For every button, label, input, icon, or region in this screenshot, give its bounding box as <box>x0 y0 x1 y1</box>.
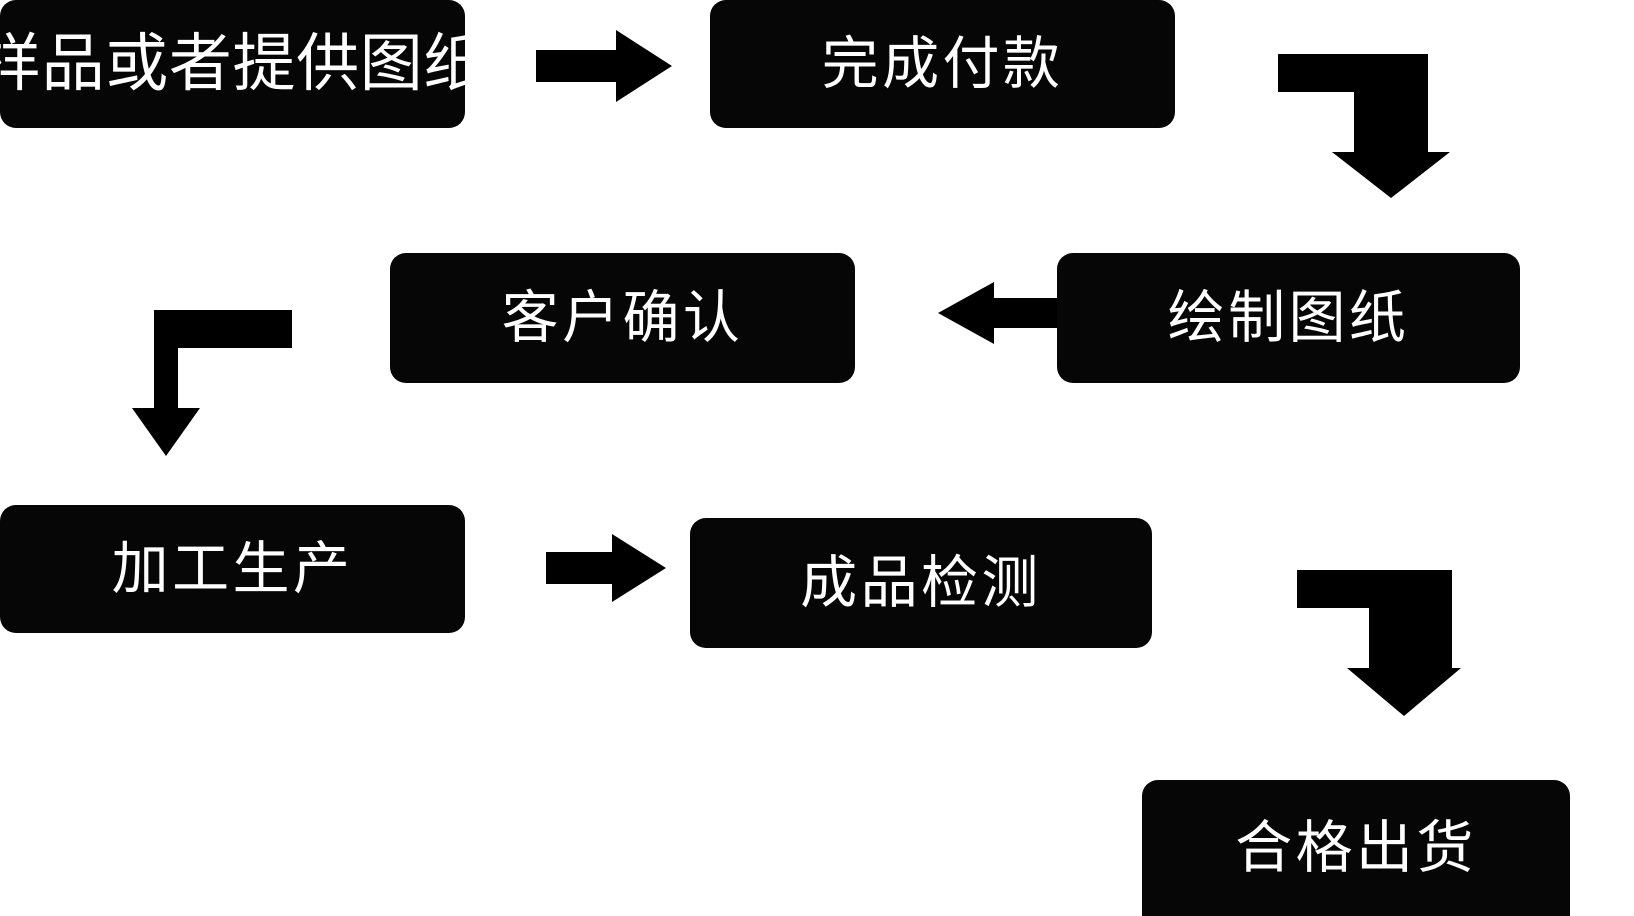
flow-node-sample-label: 样品或者提供图纸 <box>0 28 488 99</box>
arrow-sample-to-payment <box>536 30 672 102</box>
flow-node-payment-label: 完成付款 <box>821 31 1064 96</box>
flow-node-sample[interactable]: 样品或者提供图纸 <box>0 0 486 128</box>
arrow-inspect-to-ship <box>1291 564 1461 716</box>
arrow-confirm-to-produce <box>132 296 300 456</box>
flow-node-ship[interactable]: 合格出货 <box>1142 780 1570 916</box>
flow-node-payment[interactable]: 完成付款 <box>710 0 1175 128</box>
flow-node-inspect[interactable]: 成品检测 <box>690 518 1152 648</box>
flow-node-confirm-label: 客户确认 <box>501 285 744 350</box>
flow-node-ship-label: 合格出货 <box>1235 815 1477 880</box>
flow-node-drawing[interactable]: 绘制图纸 <box>1057 253 1520 383</box>
flow-node-drawing-label: 绘制图纸 <box>1167 285 1410 350</box>
flow-node-inspect-label: 成品检测 <box>800 550 1042 615</box>
flow-node-produce-label: 加工生产 <box>111 536 354 601</box>
flow-node-confirm[interactable]: 客户确认 <box>390 253 855 383</box>
arrow-payment-to-drawing <box>1272 48 1450 198</box>
flow-node-produce[interactable]: 加工生产 <box>0 505 465 633</box>
arrow-drawing-to-confirm <box>938 282 1062 344</box>
arrow-produce-to-inspect <box>546 534 666 602</box>
